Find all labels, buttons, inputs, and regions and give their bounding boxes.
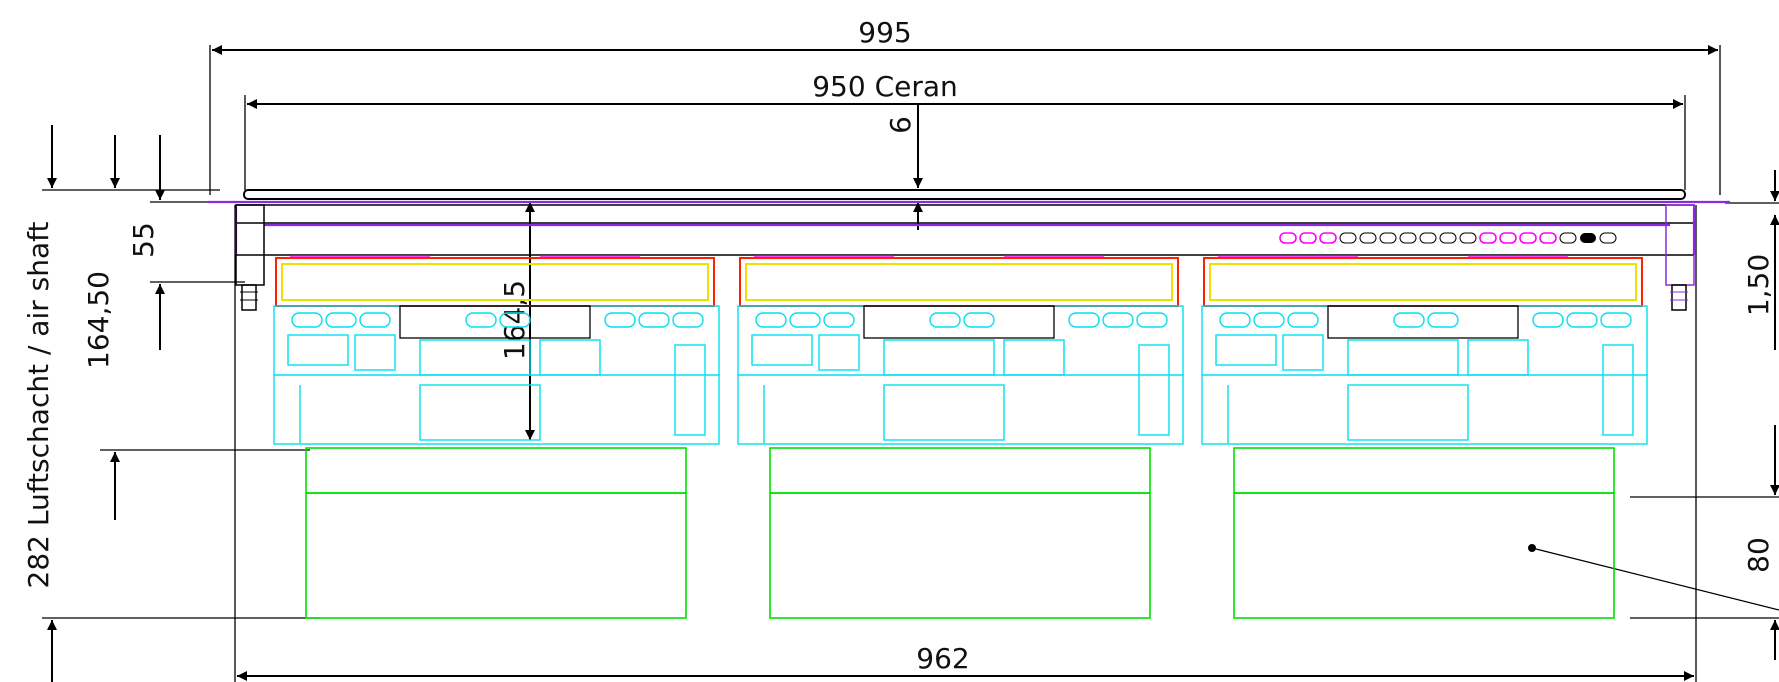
dimension-995-label: 995 [858, 16, 911, 49]
dimension-282-air-shaft: 282 Luftschacht / air shaft [22, 125, 320, 682]
dimension-80: 80 [1630, 425, 1779, 660]
dimension-164-5-label: 164,5 [498, 280, 531, 360]
ceran-glass-plate [208, 189, 1730, 204]
dimension-995: 995 [209, 16, 1721, 195]
dimension-1-50-label: 1,50 [1742, 254, 1775, 316]
hob-frame [234, 204, 1696, 311]
dimension-55-label: 55 [127, 222, 160, 258]
terminal-strip [1279, 232, 1617, 244]
leader-line [1528, 544, 1779, 611]
dimension-282-label: 282 Luftschacht / air shaft [22, 221, 55, 588]
dimension-164-50-label: 164,50 [82, 271, 115, 369]
dimension-80-label: 80 [1742, 537, 1775, 573]
dimension-164-50: 164,50 [82, 135, 310, 520]
dimension-962-label: 962 [916, 642, 969, 675]
dimension-1-50: 1,50 [1725, 170, 1779, 350]
dimension-950-ceran: 950 Ceran [244, 70, 1686, 190]
module-left [273, 255, 720, 619]
module-center [737, 255, 1184, 619]
dimension-950-ceran-label: 950 Ceran [812, 70, 958, 103]
dimension-6-label: 6 [884, 116, 917, 134]
dimension-55: 55 [127, 135, 245, 350]
dimension-6: 6 [884, 105, 923, 230]
dimension-962: 962 [234, 205, 1697, 682]
dimension-164-5-inner: 164,5 [498, 202, 535, 440]
module-right [1201, 255, 1648, 619]
